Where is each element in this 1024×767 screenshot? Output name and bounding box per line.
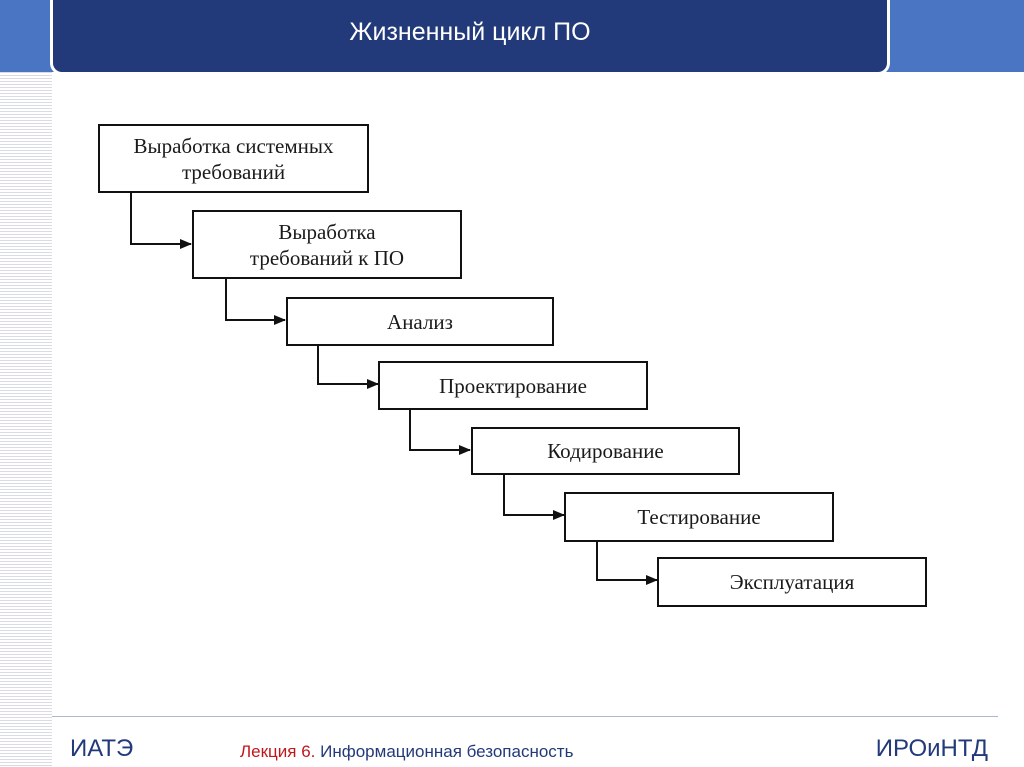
footer-institute: ИАТЭ <box>70 735 134 762</box>
connector-arrow-6 <box>596 542 658 585</box>
step-system-requirements: Выработка системных требований <box>98 124 369 193</box>
lecture-title: Информационная безопасность <box>320 742 574 761</box>
step-testing: Тестирование <box>564 492 834 542</box>
left-stripe-decoration <box>0 0 52 767</box>
step-operation: Эксплуатация <box>657 557 927 607</box>
connector-arrow-1 <box>130 193 192 249</box>
title-bar: Жизненный цикл ПО <box>50 0 890 75</box>
slide-title: Жизненный цикл ПО <box>349 17 591 46</box>
connector-arrow-4 <box>409 410 471 455</box>
lecture-number: Лекция 6. <box>240 742 316 761</box>
step-analysis: Анализ <box>286 297 554 346</box>
connector-arrow-3 <box>317 346 379 389</box>
footer-divider <box>52 716 998 717</box>
connector-arrow-2 <box>225 279 286 325</box>
connector-arrow-5 <box>503 475 565 520</box>
footer-department: ИРОиНТД <box>875 735 988 762</box>
step-design: Проектирование <box>378 361 648 410</box>
step-coding: Кодирование <box>471 427 740 475</box>
footer-lecture: Лекция 6. Информационная безопасность <box>240 742 573 762</box>
step-software-requirements: Выработка требований к ПО <box>192 210 462 279</box>
